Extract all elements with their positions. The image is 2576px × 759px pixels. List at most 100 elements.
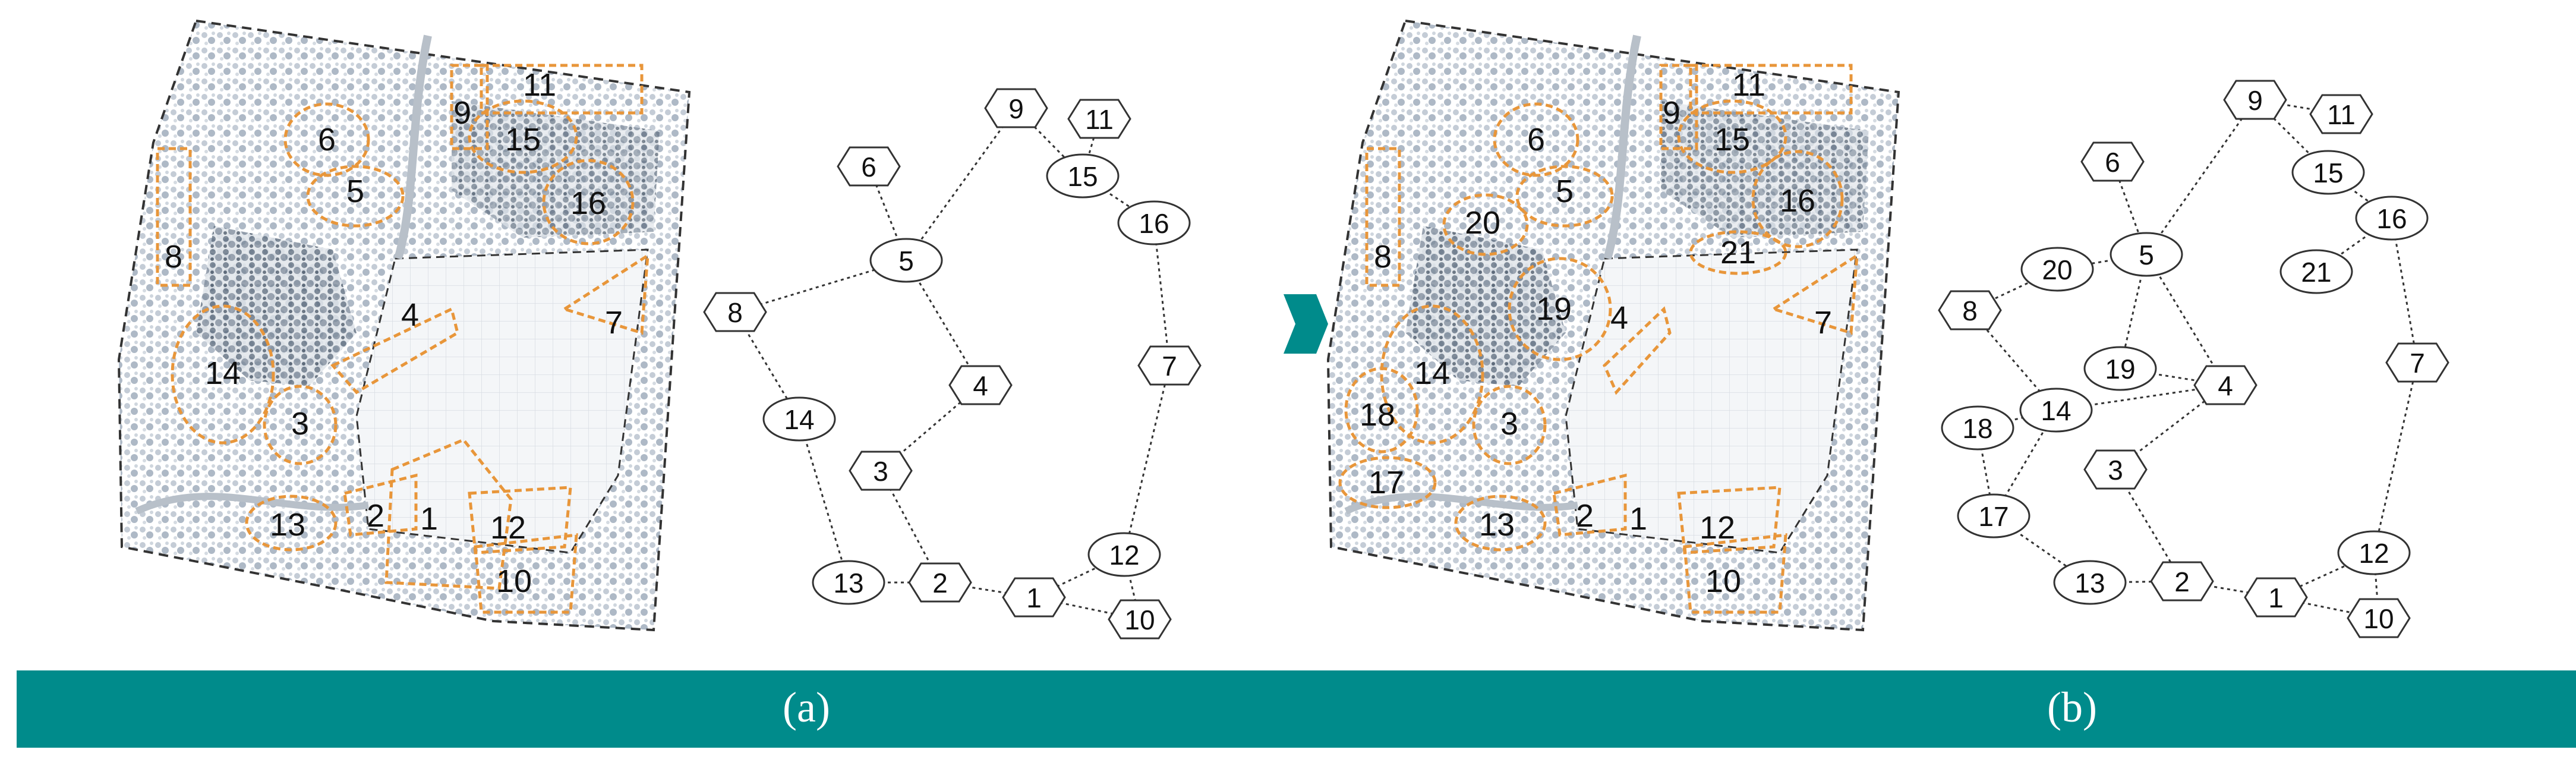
zone-label: 15 xyxy=(505,122,541,158)
graph-node-8: 8 xyxy=(703,292,767,332)
graph-node-7: 7 xyxy=(2385,342,2449,383)
graph-node-13: 13 xyxy=(812,560,885,605)
zone-label: 7 xyxy=(605,305,623,341)
hexagon-node-shape xyxy=(1137,345,1202,386)
graph-node-label: 10 xyxy=(1124,604,1155,635)
ellipse-node-shape xyxy=(2083,346,2157,391)
graph-node-label: 13 xyxy=(833,568,863,599)
zone-label: 16 xyxy=(1780,183,1815,219)
hexagon-node-shape xyxy=(2193,365,2257,405)
zone-label: 20 xyxy=(1465,205,1500,241)
graph-node-19: 19 xyxy=(2083,346,2157,391)
graph-node-label: 18 xyxy=(1962,413,1992,444)
zone-label: 12 xyxy=(490,510,526,546)
graph-node-3: 3 xyxy=(2083,449,2148,490)
graph-node-label: 12 xyxy=(1109,540,1139,571)
zone-label: 5 xyxy=(346,174,364,209)
zone-label: 17 xyxy=(1369,465,1404,500)
graph-node-1: 1 xyxy=(1002,577,1066,618)
zone-label: 11 xyxy=(523,67,556,103)
graph-node-label: 4 xyxy=(973,370,988,401)
ellipse-node-shape xyxy=(2110,232,2183,277)
graph-node-label: 6 xyxy=(861,152,876,182)
zone-label: 15 xyxy=(1714,122,1750,158)
zone-label: 2 xyxy=(367,498,384,534)
open-lawn xyxy=(1565,248,1858,554)
graph-node-10: 10 xyxy=(2347,598,2411,638)
ellipse-node-shape xyxy=(1087,532,1161,577)
graph-node-13: 13 xyxy=(2053,560,2127,605)
graph-node-label: 13 xyxy=(2074,568,2105,599)
graph-node-1: 1 xyxy=(2244,577,2308,618)
hexagon-node-shape xyxy=(2347,598,2411,638)
graph-edge xyxy=(798,418,850,583)
hexagon-node-shape xyxy=(1108,599,1172,640)
panel-label-a: (a) xyxy=(783,684,830,731)
graph-node-4: 4 xyxy=(2193,365,2257,405)
graph-node-2: 2 xyxy=(908,562,972,603)
hexagon-node-shape xyxy=(1002,577,1066,618)
hexagon-node-shape xyxy=(2080,141,2145,182)
graph-node-label: 14 xyxy=(2041,395,2071,426)
graph-node-11: 11 xyxy=(2309,94,2373,134)
graph-edge xyxy=(2145,99,2256,255)
graph-node-5: 5 xyxy=(2110,232,2183,277)
hexagon-node-shape xyxy=(849,451,913,491)
graph-node-label: 15 xyxy=(2313,158,2343,188)
zone-label: 19 xyxy=(1536,291,1572,327)
graph-node-11: 11 xyxy=(1067,99,1131,139)
graph-node-label: 16 xyxy=(2376,203,2407,234)
graph-node-label: 14 xyxy=(784,404,814,435)
graph-node-16: 16 xyxy=(1117,200,1191,245)
promenade-path xyxy=(1603,34,1641,260)
zone-label: 6 xyxy=(318,122,336,158)
zone-label: 13 xyxy=(1479,507,1515,543)
zone-label: 21 xyxy=(1720,235,1756,270)
panel-label-b: (b) xyxy=(2047,684,2097,731)
zone-outlines xyxy=(156,64,649,614)
graph-node-label: 21 xyxy=(2301,257,2331,288)
zone-label: 16 xyxy=(570,185,606,221)
graph-node-label: 9 xyxy=(2247,85,2263,116)
graph-node-6: 6 xyxy=(837,146,901,187)
graph-node-10: 10 xyxy=(1108,599,1172,640)
zone-label: 14 xyxy=(205,355,241,391)
zone-label: 9 xyxy=(453,95,471,131)
ellipse-node-shape xyxy=(762,396,836,442)
graph-edge xyxy=(2373,362,2419,553)
zone-labels: 1 2 3 4 5 6 7 8 9 10 11 12 13 14 15 16 1… xyxy=(1360,67,1832,599)
woodland-dense-area xyxy=(452,101,660,238)
site-plan-a: 1 2 3 4 5 6 7 8 9 10 11 12 13 14 15 16 xyxy=(117,19,691,632)
graph-node-5: 5 xyxy=(869,238,943,283)
hexagon-node-shape xyxy=(984,88,1048,128)
ellipse-node-shape xyxy=(2291,150,2365,195)
graph-node-18: 18 xyxy=(1941,405,2014,451)
ellipse-node-shape xyxy=(2053,560,2127,605)
zone-label: 11 xyxy=(1732,67,1765,103)
zone-label: 18 xyxy=(1360,397,1395,433)
hexagon-node-shape xyxy=(2223,80,2287,120)
promenade-path xyxy=(1344,493,1578,515)
graph-node-label: 11 xyxy=(1085,104,1114,135)
graph-node-15: 15 xyxy=(2291,150,2365,195)
hexagon-node-shape xyxy=(2083,449,2148,490)
woodland-dense-area xyxy=(1661,101,1869,238)
graph-edge xyxy=(905,260,982,386)
graph-node-20: 20 xyxy=(2020,247,2094,292)
graph-node-label: 8 xyxy=(1962,295,1978,326)
graph-edge xyxy=(2391,218,2419,363)
graph-node-label: 17 xyxy=(1978,501,2009,532)
graph-node-4: 4 xyxy=(948,365,1013,405)
promenade-path xyxy=(394,34,432,260)
graph-node-label: 2 xyxy=(2174,566,2190,597)
zone-label: 14 xyxy=(1414,355,1450,391)
open-lawn xyxy=(355,248,649,554)
zone-label: 1 xyxy=(1629,501,1647,537)
graph-node-label: 1 xyxy=(1026,582,1042,613)
zone-label: 8 xyxy=(165,239,182,275)
zone-label: 5 xyxy=(1556,174,1574,209)
hexagon-node-shape xyxy=(908,562,972,603)
hexagon-node-shape xyxy=(703,292,767,332)
